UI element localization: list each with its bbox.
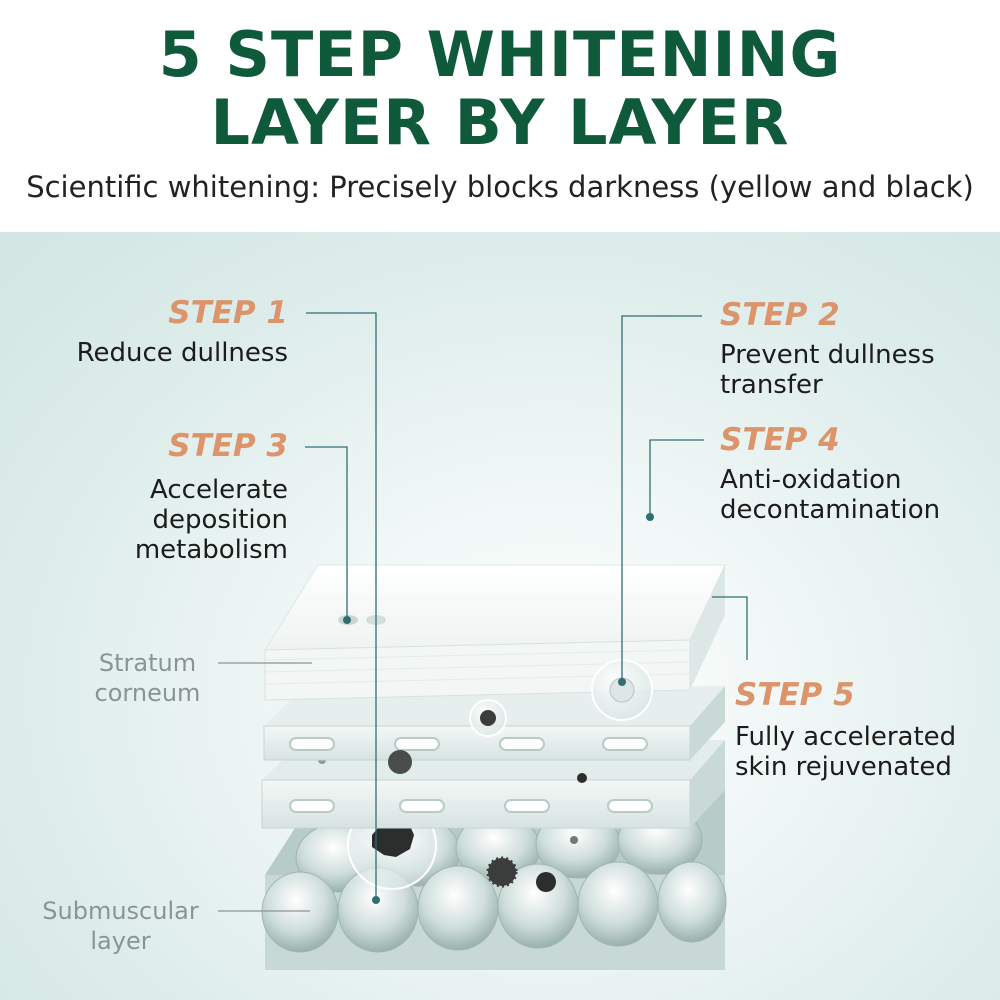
submuscular-label-line-1: Submuscular — [42, 897, 199, 925]
step-1-label: STEP 1 — [168, 295, 288, 331]
stratum-label-line-1: Stratum — [98, 649, 197, 677]
header: 5 STEP WHITENING LAYER BY LAYER Scientif… — [0, 0, 1000, 232]
step-1-desc-line: Reduce dullness — [76, 338, 288, 368]
step-1-description: Reduce dullness — [20, 338, 288, 368]
step-3-description: Accelerate deposition metabolism — [20, 475, 288, 565]
title-line-2: LAYER BY LAYER — [210, 86, 790, 159]
step-3-leader — [305, 446, 348, 620]
step-4-description: Anti-oxidation decontamination — [720, 465, 995, 525]
step-2-description: Prevent dullness transfer — [720, 340, 990, 400]
submuscular-layer-label: Submuscular layer — [28, 896, 213, 956]
step-2-leader — [621, 315, 702, 682]
leader-dots — [343, 513, 654, 904]
step-5-leader — [712, 596, 748, 660]
step-4-desc-line-1: Anti-oxidation — [720, 465, 902, 495]
step-3-desc-line-3: metabolism — [134, 535, 288, 565]
leader-lines — [218, 312, 748, 912]
step-3-desc-line-1: Accelerate — [150, 475, 288, 505]
stratum-corneum-sheet — [264, 564, 726, 721]
step-4-leader — [649, 439, 704, 517]
step-5-label: STEP 5 — [735, 677, 855, 713]
step-2-desc-line-2: transfer — [720, 370, 823, 400]
step-5-desc-line-1: Fully accelerated — [735, 722, 957, 752]
title-line-1: 5 STEP WHITENING — [158, 18, 842, 91]
step-3-desc-line-2: deposition — [152, 505, 288, 535]
step-4-label: STEP 4 — [720, 422, 840, 458]
step-4-desc-line-2: decontamination — [720, 495, 941, 525]
step-3-label: STEP 3 — [168, 428, 288, 464]
stratum-corneum-label: Stratum corneum — [70, 648, 225, 708]
step-5-description: Fully accelerated skin rejuvenated — [735, 722, 997, 782]
stratum-label-line-2: corneum — [94, 679, 201, 707]
step-2-label: STEP 2 — [720, 297, 840, 333]
step-1-leader — [306, 312, 377, 900]
step-2-desc-line-1: Prevent dullness — [720, 340, 935, 370]
subtitle: Scientific whitening: Precisely blocks d… — [26, 170, 974, 204]
step-5-desc-line-2: skin rejuvenated — [735, 752, 952, 782]
submuscular-label-line-2: layer — [90, 927, 151, 955]
